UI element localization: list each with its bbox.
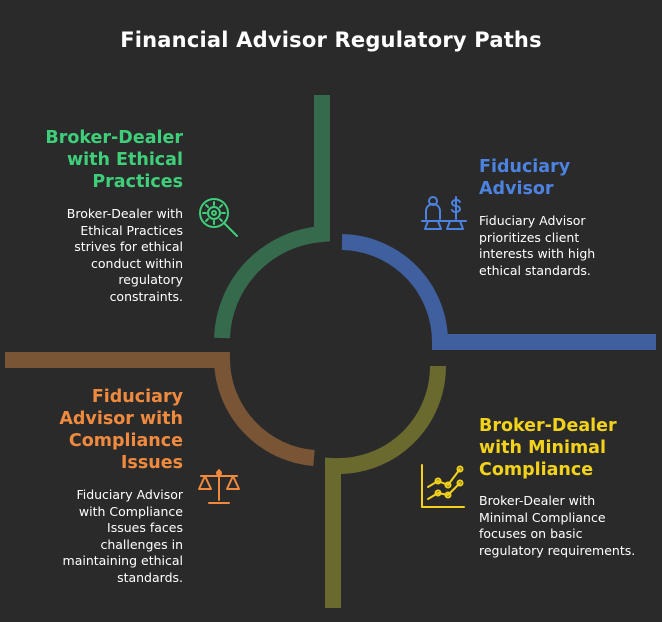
heading-ethical-practices: Broker-Dealer with Ethical Practices	[20, 127, 183, 193]
body-fiduciary-advisor: Fiduciary Advisor prioritizes client int…	[479, 213, 654, 279]
heading-line: Broker-Dealer	[45, 128, 183, 148]
balance-scale-icon	[198, 469, 240, 504]
heading-compliance-issues: Fiduciary Advisor with Compliance Issues	[20, 386, 183, 474]
heading-line: with Ethical	[66, 150, 183, 170]
body-line: Issues faces	[107, 520, 183, 535]
heading-minimal-compliance: Broker-Dealer with Minimal Compliance	[479, 415, 654, 481]
gear-magnifier-icon	[199, 198, 238, 237]
body-line: standards.	[117, 569, 183, 585]
arm-ethical-practices	[214, 95, 330, 339]
body-line: regulatory	[118, 272, 183, 287]
heading-line: Issues	[120, 453, 183, 473]
body-minimal-compliance: Broker-Dealer with Minimal Compliance fo…	[479, 493, 659, 559]
body-line: with Compliance	[78, 503, 183, 519]
heading-line: Practices	[92, 172, 183, 192]
heading-line: Broker-Dealer	[479, 416, 617, 436]
heading-line: Fiduciary	[91, 387, 183, 407]
heading-line: with Minimal	[479, 438, 606, 458]
body-line: Broker-Dealer with	[479, 493, 596, 508]
body-line: maintaining ethical	[62, 553, 183, 568]
body-line: regulatory requirements.	[479, 542, 636, 558]
arm-compliance-issues	[5, 352, 315, 466]
body-line: strives for ethical	[74, 239, 183, 254]
body-line: constraints.	[109, 288, 183, 304]
body-line: ethical standards.	[479, 262, 591, 278]
arm-fiduciary-advisor	[341, 234, 656, 350]
body-line: Minimal Compliance	[479, 509, 606, 525]
body-line: Fiduciary Advisor	[76, 487, 183, 502]
arm-minimal-compliance	[325, 365, 447, 608]
body-line: focuses on basic	[479, 526, 583, 541]
diagram-title: Financial Advisor Regulatory Paths	[120, 28, 542, 52]
heading-line: Advisor	[479, 179, 554, 199]
body-line: Fiduciary Advisor	[479, 213, 586, 228]
heading-line: Fiduciary	[479, 157, 571, 177]
heading-line: Compliance	[479, 460, 594, 480]
heading-fiduciary-advisor: Fiduciary Advisor	[479, 156, 649, 200]
heading-line: Compliance	[68, 431, 183, 451]
line-chart-icon	[421, 464, 465, 508]
body-line: interests with high	[479, 246, 596, 261]
person-scale-dollar-icon	[421, 196, 467, 230]
body-line: Broker-Dealer with	[66, 206, 183, 221]
heading-line: Advisor with	[59, 409, 183, 429]
body-line: Ethical Practices	[80, 222, 183, 238]
body-line: conduct within	[91, 255, 183, 271]
body-line: prioritizes client	[479, 229, 580, 245]
body-ethical-practices: Broker-Dealer with Ethical Practices str…	[20, 206, 183, 305]
body-line: challenges in	[100, 536, 183, 552]
body-compliance-issues: Fiduciary Advisor with Compliance Issues…	[20, 487, 183, 586]
